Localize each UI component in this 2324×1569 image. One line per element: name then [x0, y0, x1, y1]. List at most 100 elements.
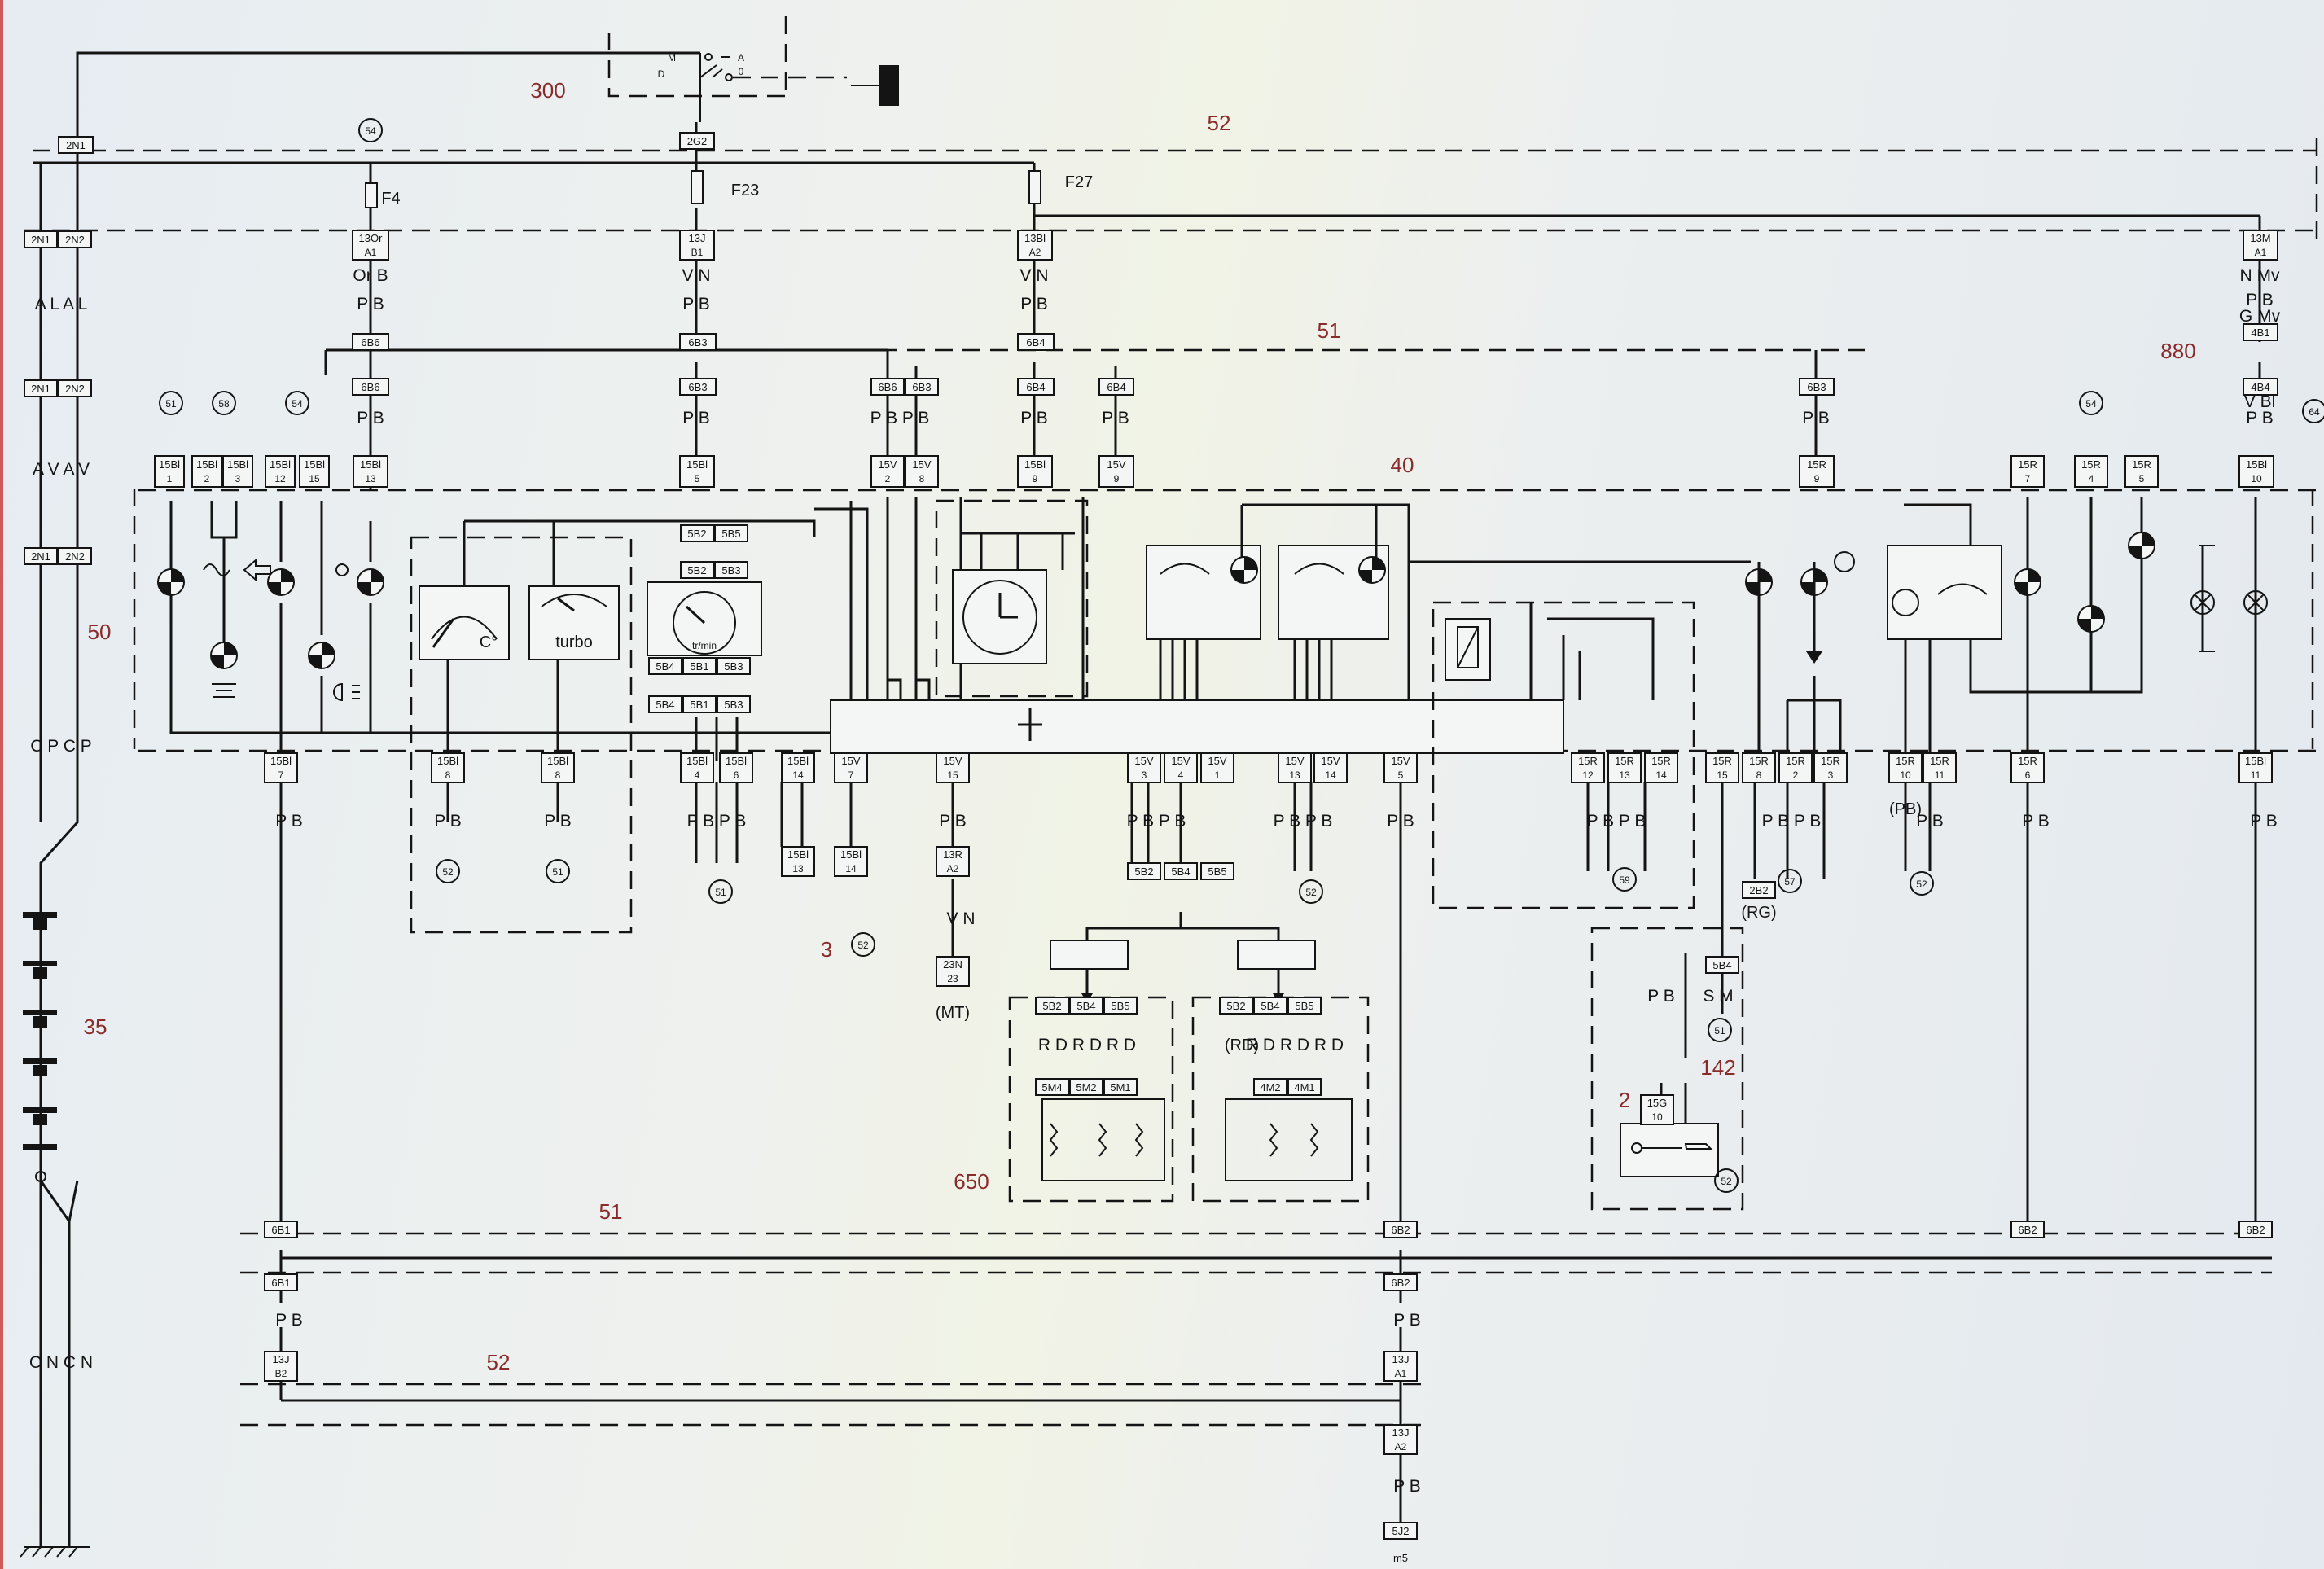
ref-52-bottom: 52 [487, 1350, 511, 1374]
wc-nmv: N Mv [2240, 266, 2280, 285]
left-arrow-icon [243, 558, 271, 582]
conn-b-1: 2N2 [65, 383, 85, 395]
bc-6b2-r: 6B2 [2018, 1224, 2037, 1236]
conn-13j: 13J [689, 232, 706, 244]
temp-unit: C° [480, 633, 498, 651]
left-row-1: A L A L [35, 295, 88, 313]
lc-15v1-a: 15V [1208, 755, 1226, 767]
ib-5b4-a: 5B4 [656, 660, 674, 673]
lc-23n-a: 23N [943, 958, 962, 971]
c15bl-5: 15Bl [686, 458, 708, 471]
annotations: (MT) (RG) (RD) (PB) S M R D R D R D 5M4 … [936, 800, 1922, 1096]
wc-pb-17: P B [2022, 812, 2049, 831]
mid-connectors: 6B6 6B6 6B3 6B3 6B4 6B4 6B6 6B3 6B4 6B3 [352, 333, 1835, 396]
lc-15v4-b: 4 [1178, 769, 1184, 781]
c15r-7: 15R [2018, 458, 2037, 471]
left-row-3: C P C P [30, 737, 91, 756]
conn-6b3-b: 6B3 [688, 381, 707, 393]
ann-rd-line: R D R D R D [1246, 1036, 1344, 1054]
cl-6: 51 [715, 887, 726, 898]
wc-orb: Or B [353, 266, 388, 285]
p15bl-1: 1 [167, 473, 173, 484]
ref-3: 3 [821, 937, 832, 962]
gauge-group [410, 519, 816, 934]
conn-a-1: 2N2 [65, 234, 85, 246]
conn-13bl: 13Bl [1024, 232, 1046, 244]
fuel-temp [1146, 503, 1410, 700]
c15bl-9: 15Bl [1024, 458, 1046, 471]
conn-13bl-pin: A2 [1029, 247, 1041, 258]
switch-pin-m: M [668, 52, 676, 64]
ann-5b2-r: 5B2 [1226, 1000, 1245, 1012]
wc-pb-14: P B [939, 812, 966, 831]
lc-15v3-a: 15V [1134, 755, 1153, 767]
lc-15v13-b: 13 [1289, 769, 1300, 781]
bc-5j2: 5J2 [1392, 1525, 1410, 1537]
lc-15bl8a-a: 15Bl [437, 755, 458, 767]
wc-pb-8: P B [1102, 409, 1129, 427]
circle-labels: 54 51 58 54 52 51 51 52 52 52 59 57 52 5… [165, 125, 2320, 1187]
ib-5b4-b: 5B4 [656, 699, 674, 711]
ann-rg: (RG) [1741, 904, 1776, 922]
lc-15bl8b-a: 15Bl [547, 755, 568, 767]
ann-mt: (MT) [936, 1004, 970, 1022]
conn-6b4-c: 6B4 [1107, 381, 1125, 393]
lc-15bl13-b: 13 [792, 863, 804, 874]
lc-15r10-b: 10 [1900, 769, 1911, 781]
wc-pb-22: P B [1647, 987, 1674, 1006]
cluster-frame [133, 489, 2314, 749]
lc-15bl13-a: 15Bl [787, 848, 809, 861]
wc-pb-18: P B [2250, 812, 2277, 831]
wc-pb-21: P B [1393, 1477, 1420, 1496]
wc-pb-4: P B [2246, 291, 2273, 309]
p15v-2: 2 [885, 473, 891, 484]
lc-15r6-b: 6 [2025, 769, 2031, 781]
fuse-f4 [365, 182, 378, 208]
wc-vn-3: V N [946, 909, 975, 928]
switch-pin-a: A [738, 52, 744, 64]
wc-pbpb-6: P B P B [1762, 812, 1822, 831]
ref-35: 35 [84, 1015, 107, 1039]
ib-5b1-b: 5B1 [690, 699, 708, 711]
conn-6b6-b: 6B6 [361, 381, 379, 393]
lc-15v4-a: 15V [1171, 755, 1190, 767]
ref-650: 650 [954, 1169, 989, 1194]
lc-15bl8b-b: 8 [555, 769, 561, 781]
lc-15bl6-b: 6 [734, 769, 739, 781]
cl-9: 52 [1916, 879, 1927, 890]
conn-6b3-d: 6B3 [1807, 381, 1826, 393]
lc-15r13-b: 13 [1619, 769, 1630, 781]
lc-15v5-b: 5 [1398, 769, 1404, 781]
bc-6b2b: 6B2 [1391, 1277, 1410, 1289]
fuse-f27 [1028, 170, 1041, 204]
c15bl-1: 15Bl [159, 458, 180, 471]
ann-pb: (PB) [1889, 800, 1922, 818]
bc-13ja2-a: 13J [1392, 1427, 1410, 1439]
lc-15bl11-a: 15Bl [2245, 755, 2266, 767]
p15r-5: 5 [2139, 473, 2145, 484]
glow-plug-icon [203, 563, 230, 576]
cl-4: 52 [442, 866, 454, 878]
p15bl-2: 2 [204, 473, 210, 484]
lc-15v15-b: 15 [947, 769, 958, 781]
wc-pb-12: P B [434, 812, 461, 831]
cl-16: 64 [2309, 406, 2320, 418]
wc-pb-6: P B [682, 409, 709, 427]
lower-drops [279, 782, 2272, 1531]
lc-15bl14b-a: 15Bl [840, 848, 862, 861]
ref-52-top: 52 [1208, 111, 1231, 135]
top-connectors: 2G2 13Or A1 13J B1 13Bl A2 13M A1 4B1 4B… [352, 132, 2278, 396]
cl-0: 54 [365, 125, 376, 137]
bc-6b2: 6B2 [1391, 1224, 1410, 1236]
p15bl-9: 9 [1033, 473, 1038, 484]
wc-pb-20: P B [1393, 1311, 1420, 1330]
switch-pin-0: 0 [739, 66, 744, 77]
ann-5b5-m: 5B5 [1208, 866, 1226, 878]
ann-5b2-m: 5B2 [1134, 866, 1153, 878]
wc-vn: V N [682, 266, 710, 285]
p15bl-3: 3 [235, 473, 241, 484]
bc-13ja2-b: A2 [1395, 1441, 1407, 1453]
ann-rd: (RD) [1225, 1037, 1259, 1054]
